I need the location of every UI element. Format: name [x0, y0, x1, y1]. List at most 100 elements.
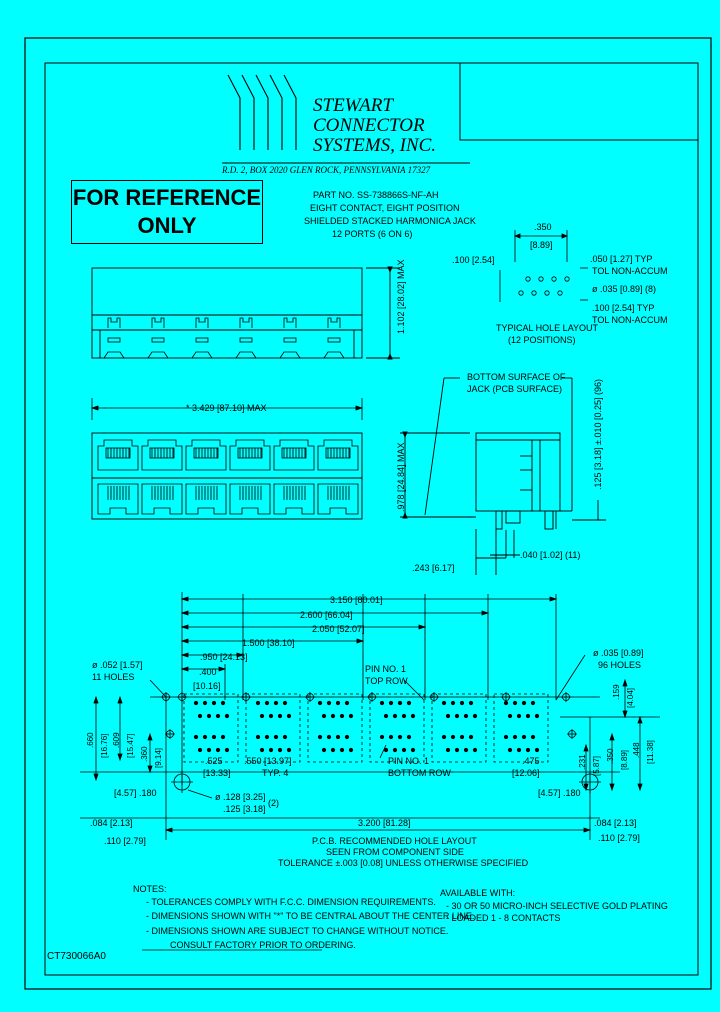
pin-hole [530, 734, 536, 740]
pcb-dia-count: (2) [268, 798, 279, 808]
pin-hole [193, 734, 199, 740]
pin-hole [450, 700, 456, 706]
pin-hole [468, 700, 474, 706]
hole-dim-100-left: .100 [2.54] [452, 255, 495, 265]
pcb-caption-1: P.C.B. RECOMMENDED HOLE LAYOUT [312, 836, 477, 846]
reference-banner: FOR REFERENCE ONLY [71, 180, 263, 244]
pin-hole [525, 713, 531, 719]
company-address: R.D. 2, BOX 2020 GLEN ROCK, PENNSYLVANIA… [222, 165, 431, 175]
hole-dim-050: .050 [1.27] TYP [590, 254, 653, 264]
pin-hole [521, 700, 527, 706]
pin-hole [388, 734, 394, 740]
pin-hole [512, 700, 518, 706]
side-dim-243: .243 [6.17] [412, 563, 455, 573]
pin-hole [441, 700, 447, 706]
pcb-dim-950: .950 [24.13] [200, 652, 248, 662]
pin-hole [211, 734, 217, 740]
foot [235, 351, 257, 359]
top-port-contacts [193, 447, 219, 459]
top-port [229, 439, 271, 471]
front-height-dim: 1.102 [28.02] MAX [396, 259, 406, 334]
front-view-jacks [91, 432, 363, 520]
port-footprint [183, 693, 239, 763]
foot [103, 351, 125, 359]
pin-hole [388, 700, 394, 706]
leader-line [555, 654, 586, 701]
pin-hole [317, 734, 323, 740]
port-footprint [493, 693, 549, 763]
pin-hole [224, 747, 230, 753]
pcb-dim-2600: 2.600 [66.04] [300, 610, 353, 620]
pin-hole [530, 700, 536, 706]
pcb-dim-1500: 1.500 [38.10] [242, 638, 295, 648]
pin-hole [268, 747, 274, 753]
pin-hole [507, 713, 513, 719]
pcb-dim-231: .231 [578, 754, 587, 770]
side-dim-125: .125 [3.18] ±.010 [0.25] (96) [593, 378, 603, 490]
pin-hole [211, 700, 217, 706]
pcb-dim-609-mm: [15.47] [126, 733, 135, 758]
pin-hole [273, 734, 279, 740]
pin-hole [410, 713, 416, 719]
hole-caption-1: TYPICAL HOLE LAYOUT [496, 323, 599, 333]
pin-hole [326, 734, 332, 740]
pin-hole [317, 700, 323, 706]
hole-dim-350-mm: [8.89] [530, 240, 553, 250]
port-footprint [431, 693, 487, 763]
pin-hole [521, 734, 527, 740]
pcb-dia-035: ø .035 [0.89] [593, 648, 644, 658]
pin-hole [193, 700, 199, 706]
pcb-dim-180-left: [4.57] .180 [114, 788, 157, 798]
available-title: AVAILABLE WITH: [440, 888, 516, 898]
pcb-holes-11: 11 HOLES [92, 672, 135, 682]
bottom-surface-1: BOTTOM SURFACE OF [467, 372, 566, 382]
hole-caption-2: (12 POSITIONS) [508, 335, 576, 345]
pin-hole [339, 713, 345, 719]
pin-hole [282, 734, 288, 740]
port-footprint [245, 693, 301, 763]
note-3: - DIMENSIONS SHOWN ARE SUBJECT TO CHANGE… [146, 926, 449, 936]
pcb-dim-159-mm: [4.04] [626, 687, 635, 708]
pin-hole [197, 747, 203, 753]
led-window [239, 337, 253, 343]
pin-hole [202, 734, 208, 740]
width-dimension [90, 398, 364, 420]
port-footprint [307, 693, 363, 763]
dim-arrow [180, 624, 427, 630]
company-name-line-2: CONNECTOR [313, 115, 425, 136]
pin-hole [348, 747, 354, 753]
bottom-port [97, 483, 139, 515]
pin-hole [335, 700, 341, 706]
dim-arrow [93, 695, 99, 782]
note-4: CONSULT FACTORY PRIOR TO ORDERING. [170, 940, 356, 950]
led-window [327, 337, 341, 343]
foot [191, 351, 213, 359]
hole-dim-dia-035: ø .035 [0.89] (8) [592, 284, 657, 294]
pin-hole [344, 734, 350, 740]
port-footprint [369, 693, 425, 763]
pin-hole [379, 700, 385, 706]
leader-line [379, 744, 387, 759]
outer-border [24, 37, 712, 990]
pin-hole [383, 713, 389, 719]
pcb-dim-609: .609 [112, 732, 121, 748]
dim-arrow [622, 678, 628, 719]
typ-hole-top [538, 276, 544, 282]
pin-hole [321, 747, 327, 753]
pcb-typ4: TYP. 4 [262, 768, 289, 778]
pcb-dim-110-right: .110 [2.79] [598, 833, 640, 843]
top-port [97, 439, 139, 471]
title-cell [459, 62, 699, 141]
foot [279, 351, 301, 359]
part-desc-1: EIGHT CONTACT, EIGHT POSITION [310, 203, 460, 213]
top-port [185, 439, 227, 471]
dim-arrow [180, 652, 245, 658]
foot [147, 351, 169, 359]
pin-hole [392, 713, 398, 719]
pin-hole [220, 700, 226, 706]
leader-line [403, 679, 425, 701]
pin-hole [516, 713, 522, 719]
pcb-dia-052: ø .052 [1.57] [92, 660, 143, 670]
inner-border [44, 62, 699, 976]
